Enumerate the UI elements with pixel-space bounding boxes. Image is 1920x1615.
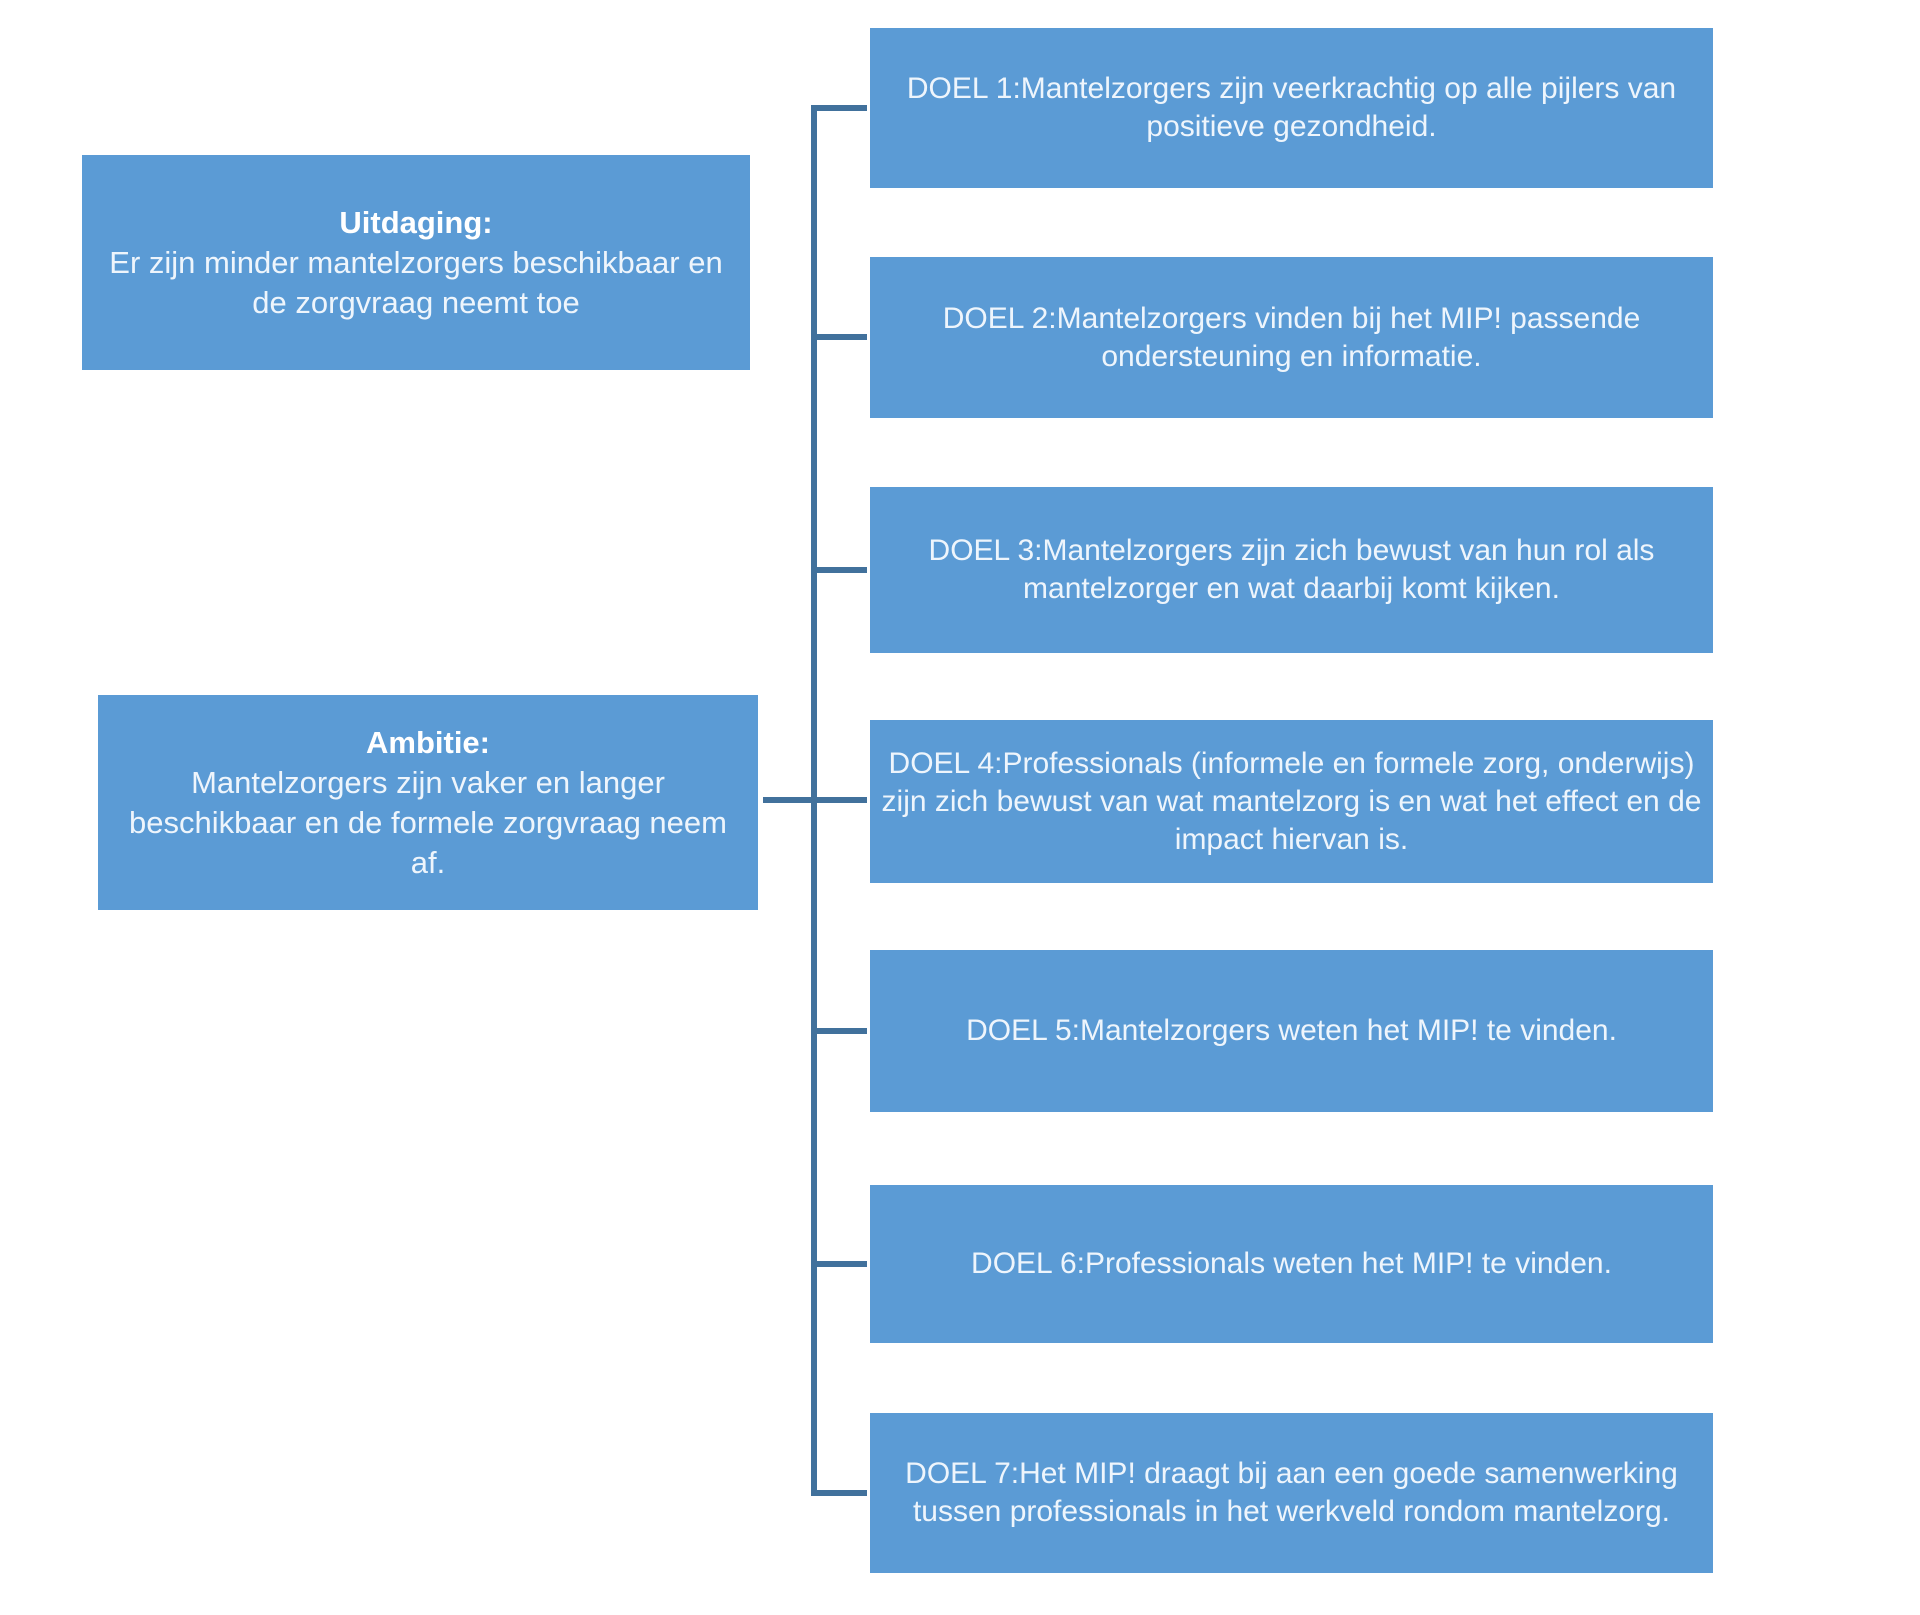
connector-branch-doel5: [811, 1028, 867, 1034]
goal-2-text: DOEL 2:Mantelzorgers vinden bij het MIP!…: [942, 301, 1641, 373]
ambitie-box: Ambitie: Mantelzorgers zijn vaker en lan…: [98, 695, 758, 910]
goal-6-text: DOEL 6:Professionals weten het MIP! te v…: [971, 1247, 1612, 1280]
connector-branch-doel1: [811, 105, 867, 111]
goal-1-text: DOEL 1:Mantelzorgers zijn veerkrachtig o…: [906, 72, 1677, 143]
goal-7-text: DOEL 7:Het MIP! draagt bij aan een goede…: [905, 1457, 1678, 1528]
goal-box-7: DOEL 7:Het MIP! draagt bij aan een goede…: [870, 1413, 1713, 1573]
connector-ambitie-to-doel4: [763, 797, 867, 803]
goal-box-3: DOEL 3:Mantelzorgers zijn zich bewust va…: [870, 487, 1713, 653]
connector-branch-doel7: [811, 1490, 867, 1496]
uitdaging-box: Uitdaging: Er zijn minder mantelzorgers …: [82, 155, 750, 370]
goal-box-2: DOEL 2:Mantelzorgers vinden bij het MIP!…: [870, 257, 1713, 418]
connector-branch-doel6: [811, 1261, 867, 1267]
goal-box-5: DOEL 5:Mantelzorgers weten het MIP! te v…: [870, 950, 1713, 1112]
goal-box-1: DOEL 1:Mantelzorgers zijn veerkrachtig o…: [870, 28, 1713, 188]
connector-branch-doel3: [811, 567, 867, 573]
goal-5-text: DOEL 5:Mantelzorgers weten het MIP! te v…: [966, 1014, 1617, 1047]
uitdaging-box-content: Uitdaging: Er zijn minder mantelzorgers …: [82, 203, 750, 323]
goal-4-text: DOEL 4:Professionals (informele en forme…: [881, 746, 1702, 856]
uitdaging-title: Uitdaging:: [339, 204, 493, 240]
goal-3-text: DOEL 3:Mantelzorgers zijn zich bewust va…: [928, 534, 1655, 605]
connector-branch-doel2: [811, 334, 867, 340]
ambitie-box-content: Ambitie: Mantelzorgers zijn vaker en lan…: [98, 723, 758, 883]
uitdaging-body: Er zijn minder mantelzorgers beschikbaar…: [109, 244, 723, 320]
ambitie-title: Ambitie:: [366, 724, 490, 760]
goal-box-4: DOEL 4:Professionals (informele en forme…: [870, 720, 1713, 883]
goal-box-6: DOEL 6:Professionals weten het MIP! te v…: [870, 1185, 1713, 1343]
ambitie-body: Mantelzorgers zijn vaker en langer besch…: [129, 764, 727, 880]
